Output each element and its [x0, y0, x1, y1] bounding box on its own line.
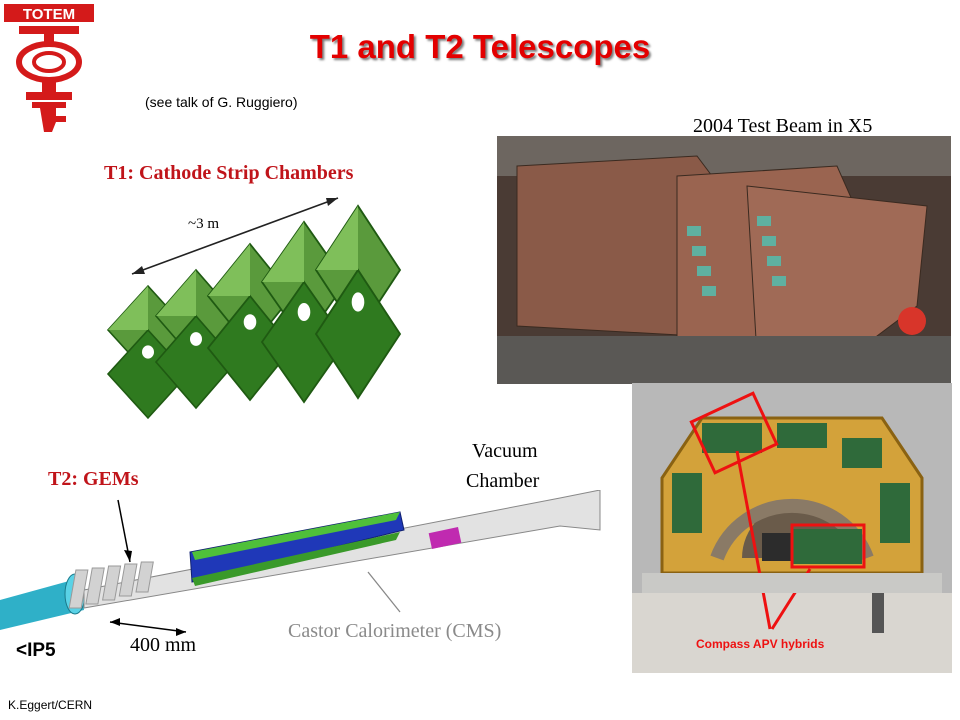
vacuum-chamber-line1: Vacuum	[472, 440, 538, 462]
t1-label: T1: Cathode Strip Chambers	[104, 162, 354, 184]
t1-dimension: ~3 m	[188, 216, 219, 232]
t2-beamline-illustration	[0, 489, 610, 660]
ip5-label: <IP5	[16, 640, 56, 661]
totem-logo: TOTEM	[4, 4, 94, 132]
compass-label: Compass APV hybrids	[696, 637, 825, 651]
compass-photo: Compass APV hybrids	[632, 383, 952, 673]
castor-label: Castor Calorimeter (CMS)	[288, 620, 502, 642]
t1-chambers-illustration: ~3 m	[70, 186, 410, 436]
t2-label: T2: GEMs	[48, 468, 139, 490]
credit: K.Eggert/CERN	[8, 698, 93, 712]
test-beam-photo	[497, 136, 951, 384]
test-beam-caption: 2004 Test Beam in X5	[693, 115, 873, 137]
page-title: T1 and T2 Telescopes	[309, 28, 651, 65]
t2-dimension: 400 mm	[130, 634, 197, 656]
logo-text: TOTEM	[23, 6, 75, 23]
vacuum-chamber-line2: Chamber	[466, 470, 540, 492]
subtitle: (see talk of G. Ruggiero)	[145, 94, 298, 110]
